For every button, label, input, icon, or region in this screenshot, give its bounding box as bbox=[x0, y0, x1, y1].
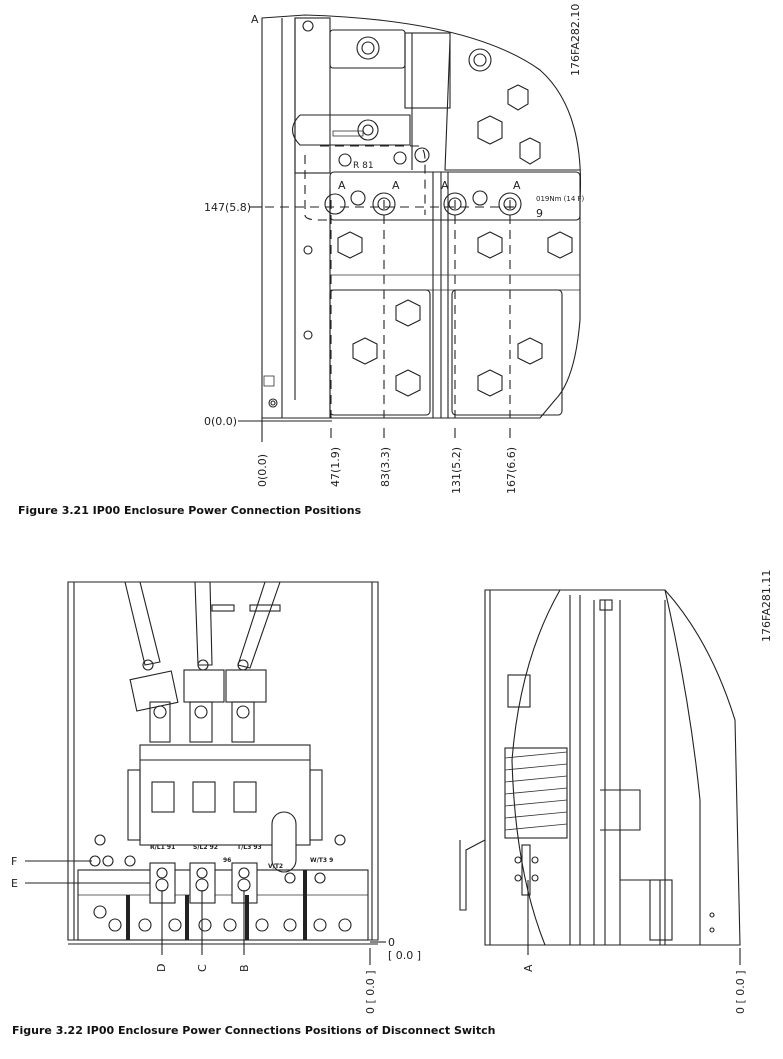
callout-c: C bbox=[196, 964, 209, 972]
drawing-id-fig322: 176FA281.11 bbox=[760, 570, 773, 642]
callout-e: E bbox=[11, 877, 18, 890]
cooling-fins bbox=[504, 751, 568, 831]
dim-y-0: 0(0.0) bbox=[204, 415, 237, 428]
origin-x-value: 0 bbox=[388, 936, 395, 949]
callout-d: D bbox=[155, 964, 168, 972]
terminal-label-a2: A bbox=[392, 179, 400, 192]
corner-label: A bbox=[251, 13, 259, 26]
bus-label-wt3: W/T3 9 bbox=[310, 857, 333, 864]
figure-3-21-drawing bbox=[261, 14, 582, 419]
dim-y-147: 147(5.8) bbox=[204, 201, 251, 214]
dim-x-0: 0(0.0) bbox=[256, 454, 269, 487]
callout-f: F bbox=[11, 855, 17, 868]
terminal-label-a1: A bbox=[338, 179, 346, 192]
dim-x-83: 83(3.3) bbox=[379, 447, 392, 487]
bus-label-96: 96 bbox=[223, 857, 231, 864]
figure-caption-3-22: Figure 3.22 IP00 Enclosure Power Connect… bbox=[12, 1024, 495, 1037]
torque-note: 019Nm (14 F) bbox=[536, 195, 585, 203]
bus-label-sl2: S/L2 92 bbox=[193, 844, 218, 851]
dim-x-131: 131(5.2) bbox=[450, 447, 463, 494]
side-digit: 9 bbox=[536, 207, 543, 220]
origin-x-inches: [ 0.0 ] bbox=[388, 949, 421, 962]
bus-label-vt2: V/T2 bbox=[268, 863, 283, 870]
callout-a: A bbox=[522, 964, 535, 972]
figure-3-22-side-drawing bbox=[459, 589, 741, 946]
bus-label-tl3: T/L3 93 bbox=[237, 844, 262, 851]
dim-x-47: 47(1.9) bbox=[329, 447, 342, 487]
drawing-id-fig321: 176FA282.10 bbox=[569, 4, 582, 76]
terminal-bolts bbox=[324, 147, 522, 216]
terminal-label-a3: A bbox=[441, 179, 449, 192]
terminal-label-a4: A bbox=[513, 179, 521, 192]
bus-label-rl1: R/L1 91 bbox=[150, 844, 175, 851]
front-origin-y: 0 [ 0.0 ] bbox=[364, 970, 377, 1014]
figure-caption-3-21: Figure 3.21 IP00 Enclosure Power Connect… bbox=[18, 504, 362, 517]
figure-3-22-front-drawing bbox=[67, 581, 379, 945]
side-origin-y: 0 [ 0.0 ] bbox=[734, 970, 747, 1014]
callout-b: B bbox=[238, 964, 251, 972]
terminal-text: R 81 bbox=[353, 161, 374, 171]
dim-x-167: 167(6.6) bbox=[505, 447, 518, 494]
